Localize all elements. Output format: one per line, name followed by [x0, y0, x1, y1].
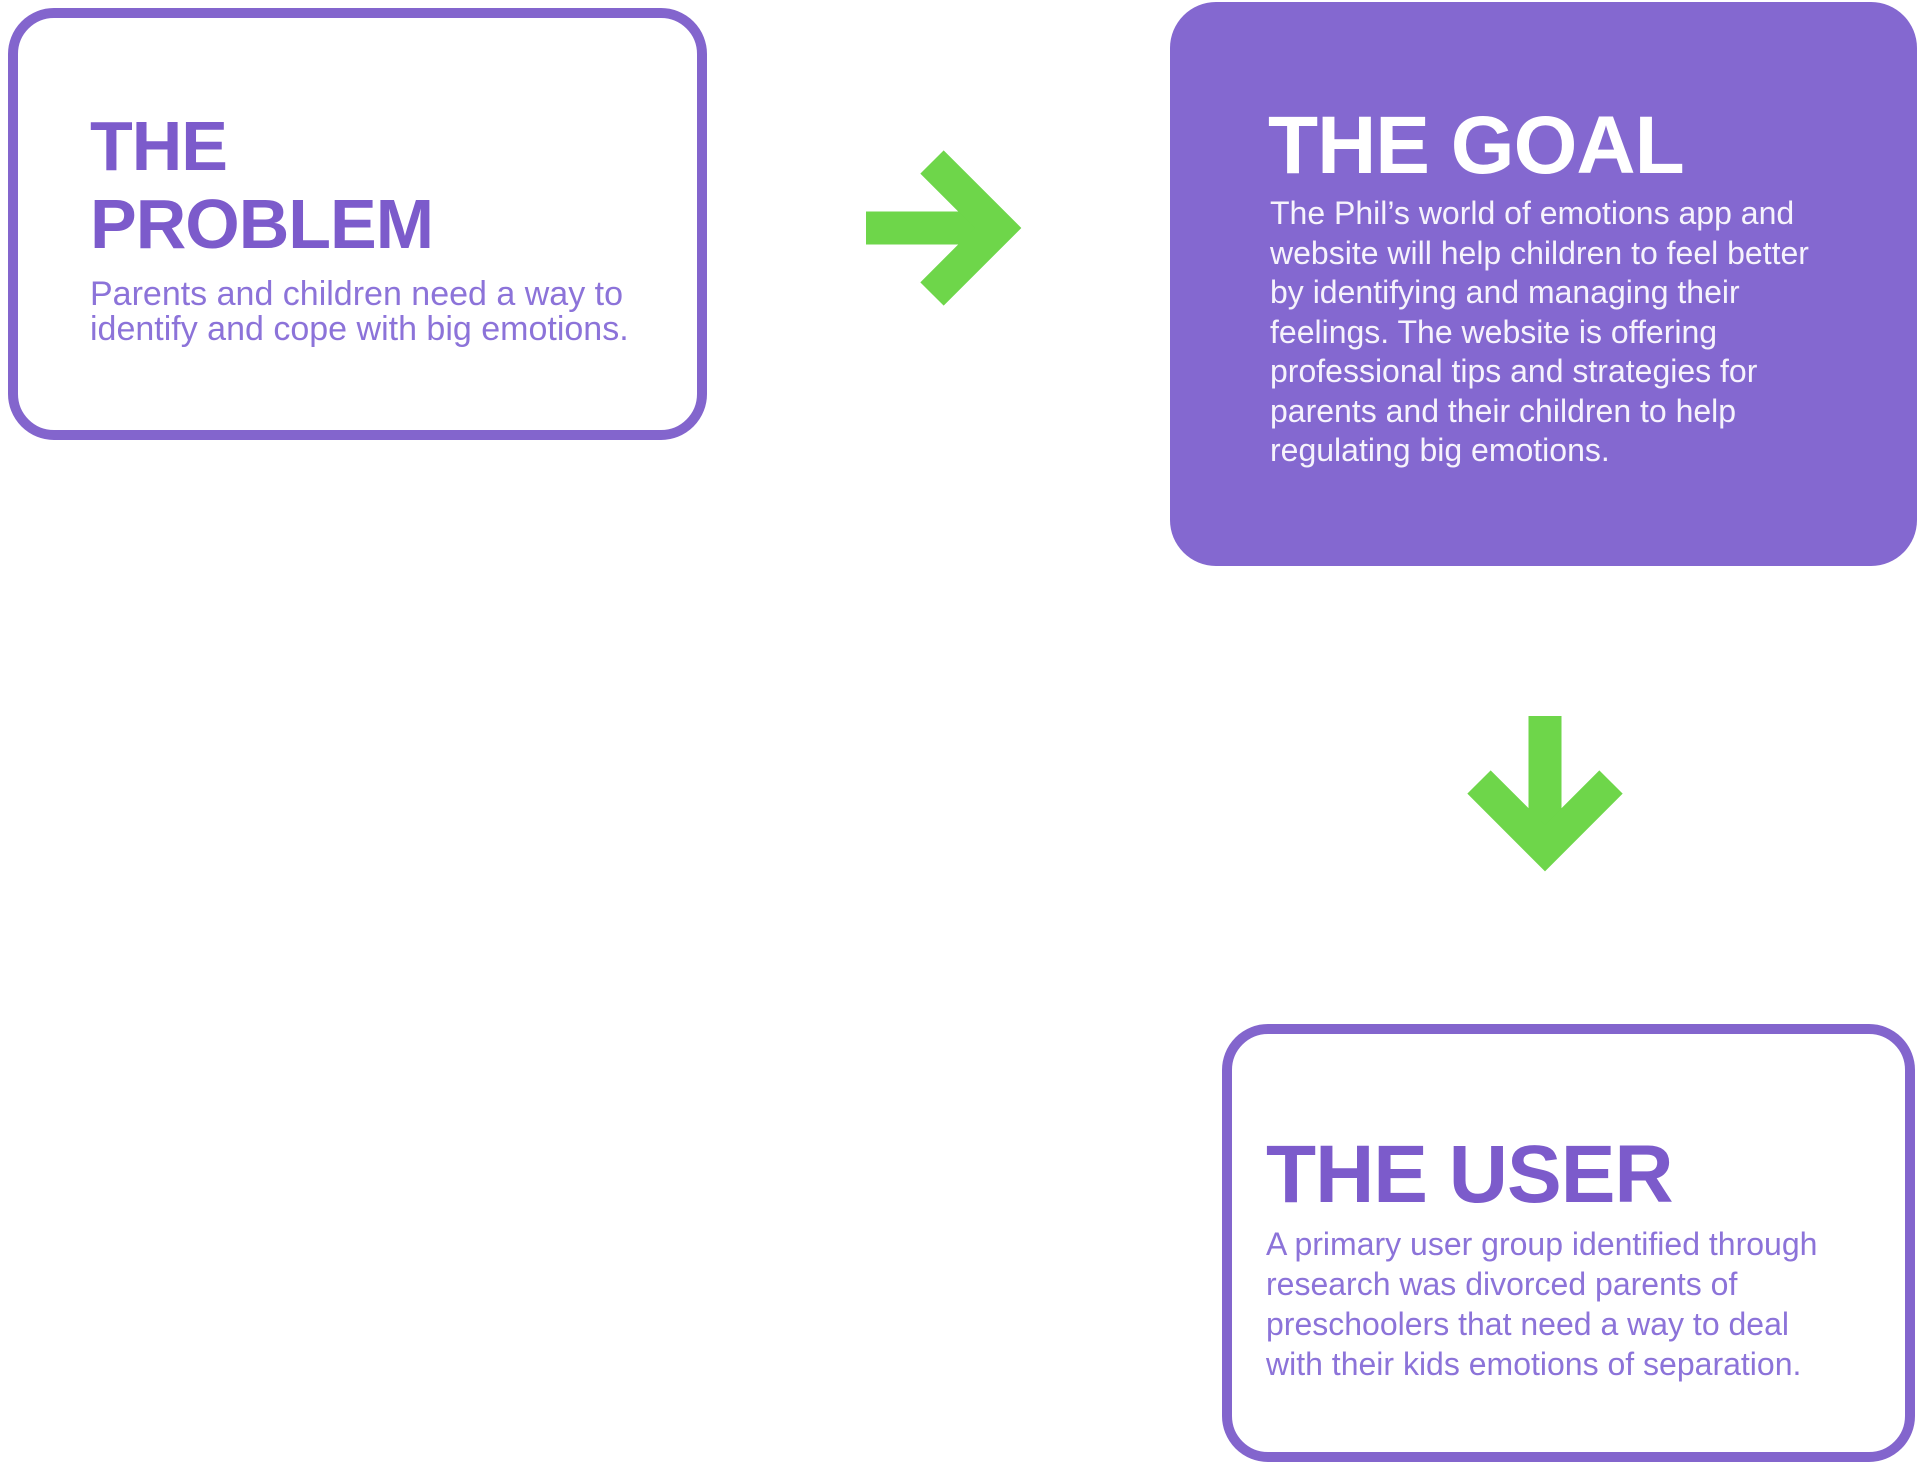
problem-card-body: Parents and children need a way to ident… — [90, 275, 629, 348]
arrow-right-icon — [862, 148, 1022, 308]
user-card-body: A primary user group identified through … — [1266, 1226, 1818, 1382]
problem-card: THE PROBLEM Parents and children need a … — [8, 8, 707, 440]
goal-card: THE GOAL The Phil’s world of emotions ap… — [1170, 2, 1917, 566]
user-card: THE USER A primary user group identified… — [1222, 1024, 1915, 1462]
user-card-title: THE USER — [1266, 1129, 1674, 1220]
goal-card-title: THE GOAL — [1268, 100, 1685, 191]
goal-card-body: The Phil’s world of emotions app and web… — [1270, 195, 1809, 468]
problem-card-title: THE PROBLEM — [90, 107, 434, 263]
arrow-down-icon — [1465, 712, 1625, 872]
